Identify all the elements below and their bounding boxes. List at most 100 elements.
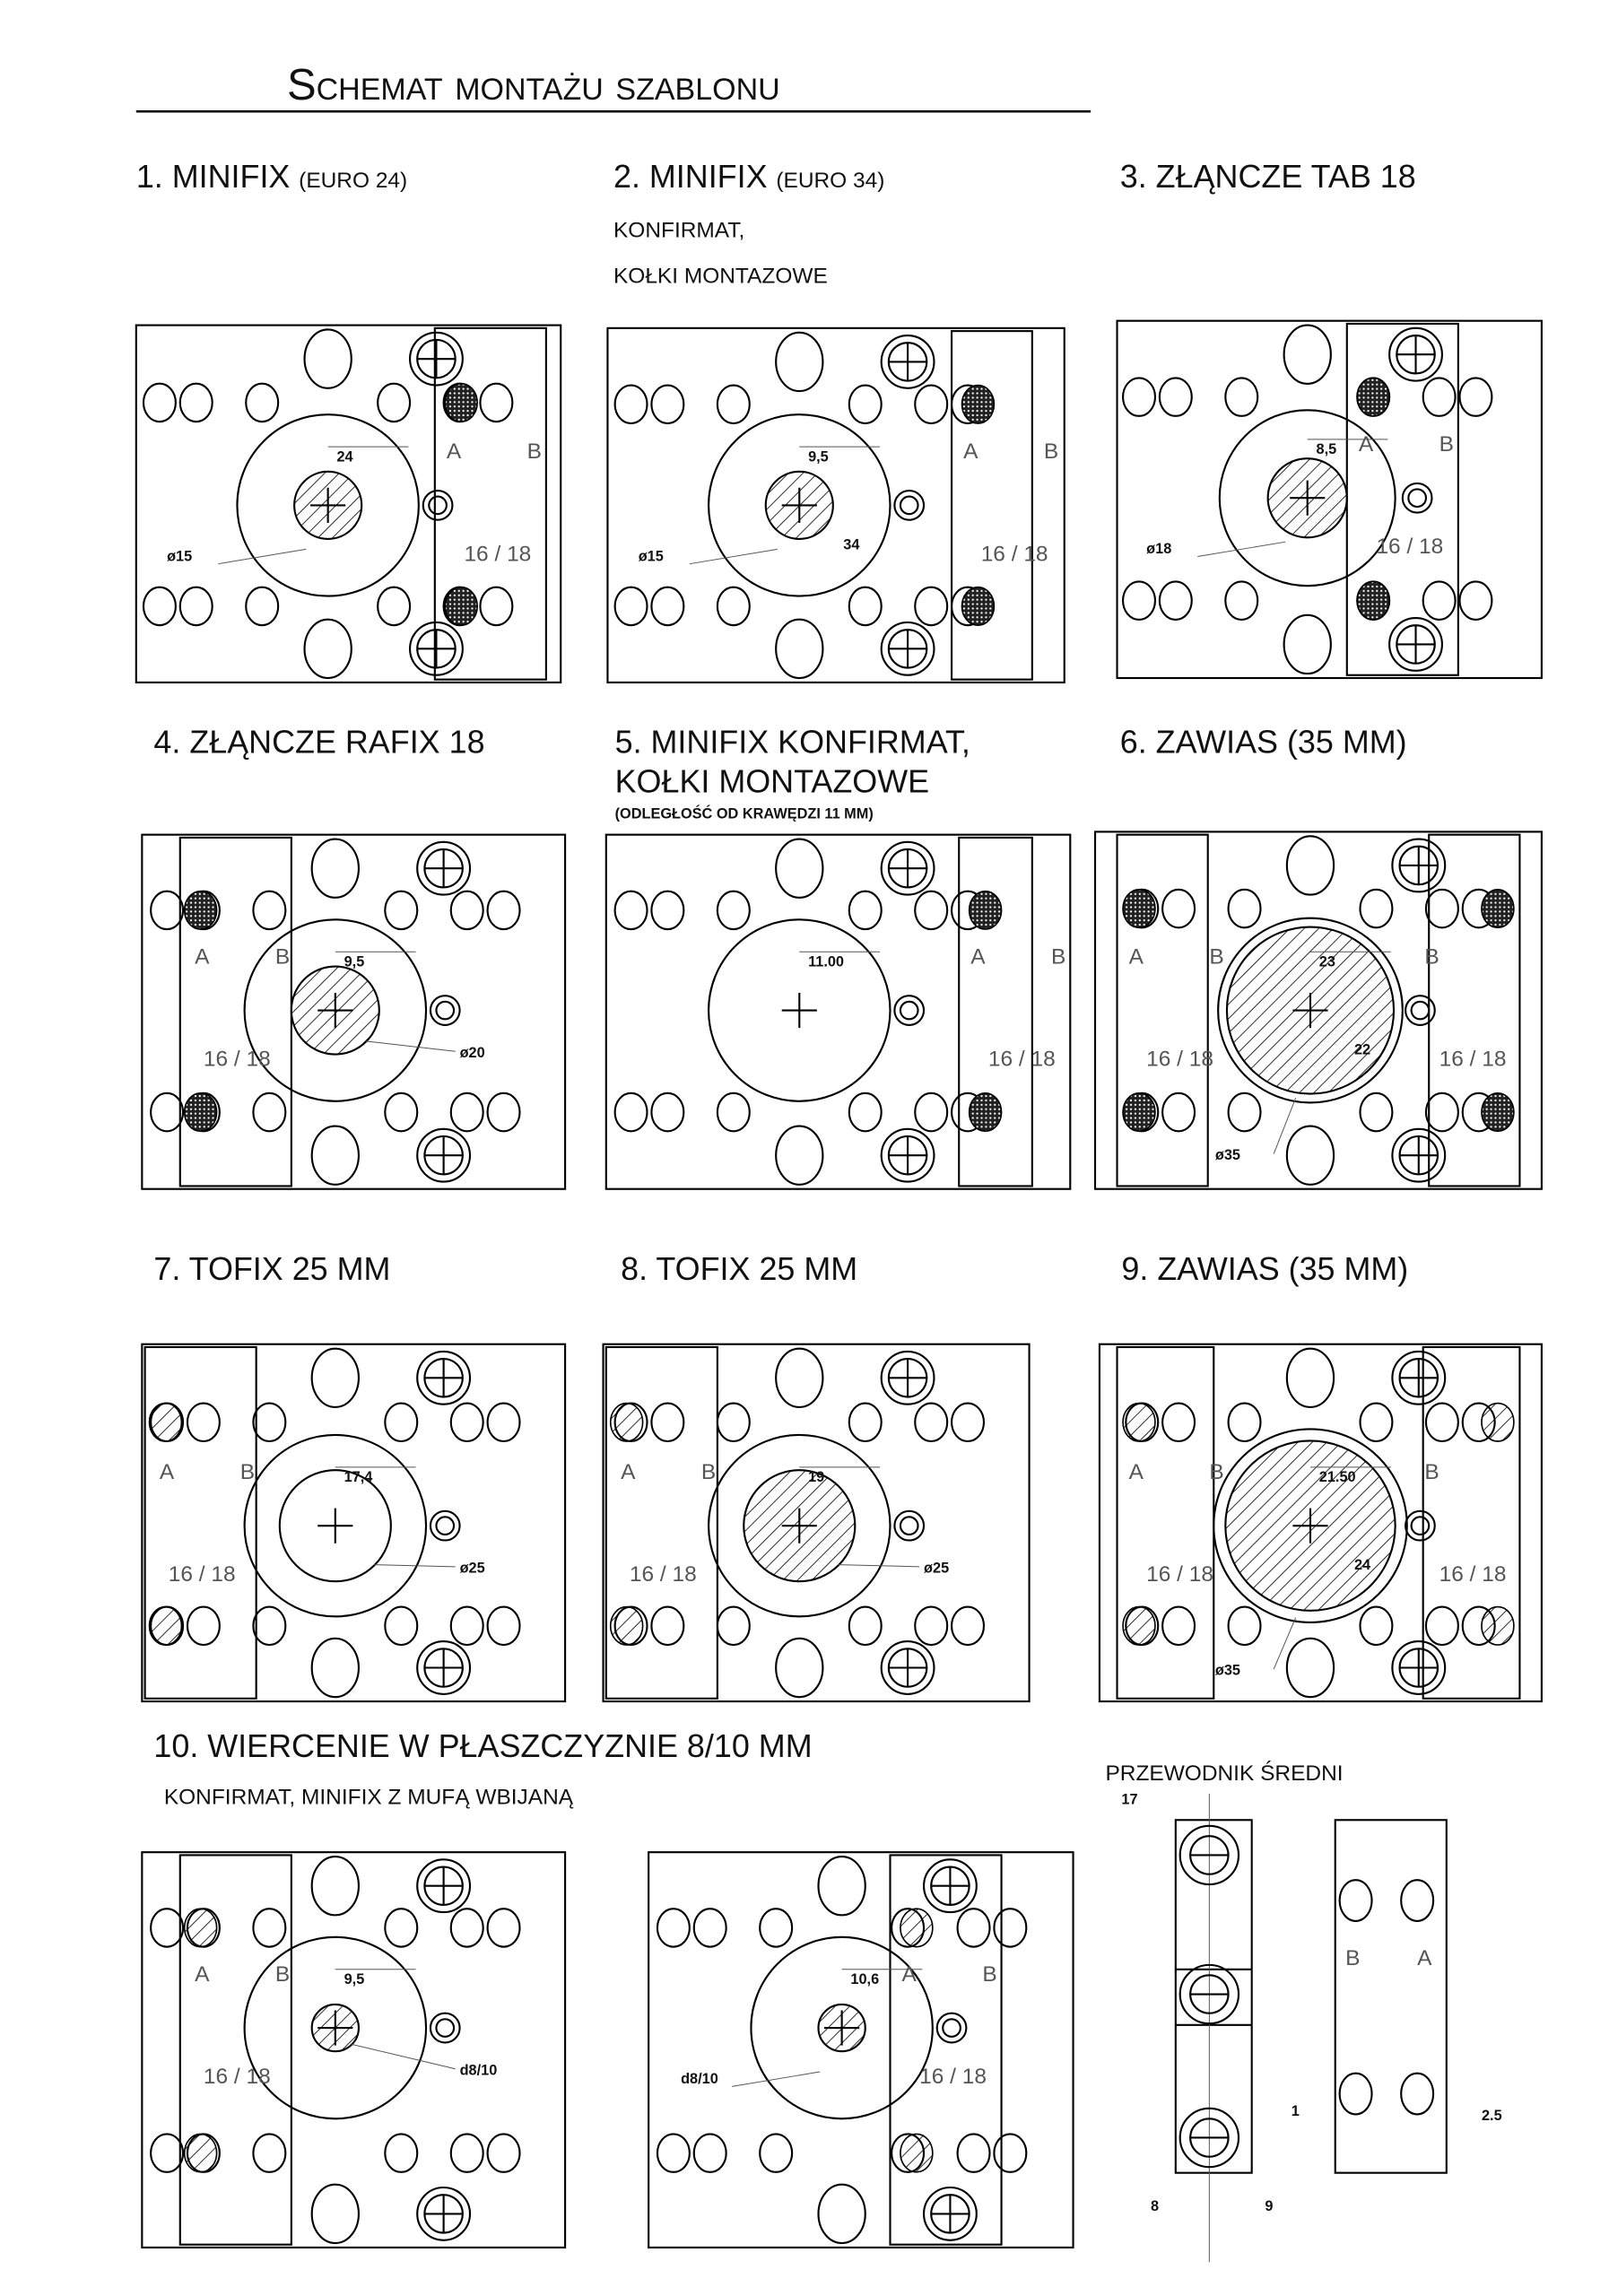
small-hole xyxy=(252,890,287,931)
small-hole xyxy=(993,2133,1028,2173)
small-hole xyxy=(150,2133,185,2173)
small-hole xyxy=(252,2133,287,2173)
section-title-2: 2. MINIFIX(EURO 34) xyxy=(613,158,884,195)
diameter-label: ø25 xyxy=(924,1560,949,1576)
small-hole xyxy=(1359,1605,1394,1647)
drill-circle xyxy=(750,1935,934,2120)
dimension-value: 24 xyxy=(1354,1557,1370,1573)
diameter-label: ø35 xyxy=(1215,1663,1240,1679)
dimension-value: 19 xyxy=(808,1469,824,1485)
pin-hole xyxy=(1401,482,1433,514)
dimension-value: 8,5 xyxy=(1317,441,1337,457)
dimension-value: 34 xyxy=(843,536,859,552)
dimension-value: 11.00 xyxy=(808,954,844,970)
drill-circle xyxy=(243,1433,428,1618)
template-strip xyxy=(1428,833,1521,1187)
center-cross-icon xyxy=(1292,1508,1328,1544)
marked-hole xyxy=(183,1092,218,1133)
dimension-value: 9,5 xyxy=(808,448,829,465)
marked-hole xyxy=(968,890,1003,930)
diameter-label: ø20 xyxy=(460,1045,485,1061)
small-hole xyxy=(384,890,419,931)
small-hole xyxy=(1121,580,1157,621)
pin-hole xyxy=(429,1509,461,1542)
section-title-7: 7. TOFIX 25 MM xyxy=(153,1250,390,1287)
pin-hole xyxy=(935,2012,968,2044)
dimension-value: 2.5 xyxy=(1482,2108,1502,2124)
section-note: (ODLEGŁOŚĆ OD KRAWĘDZI 11 MM) xyxy=(615,805,874,822)
large-hole xyxy=(775,1125,824,1186)
large-hole xyxy=(303,328,352,389)
small-hole xyxy=(716,890,751,931)
small-hole xyxy=(848,1091,883,1133)
label-thickness: 16 / 18 xyxy=(1439,1048,1507,1072)
template-strip xyxy=(144,1345,257,1700)
pin-hole xyxy=(429,995,461,1026)
label-b: B xyxy=(275,1962,290,1987)
marked-hole xyxy=(183,2133,218,2173)
label-a: A xyxy=(621,1460,636,1484)
small-hole xyxy=(650,890,685,931)
diameter-label: ø15 xyxy=(167,548,192,564)
small-hole xyxy=(384,1908,419,1948)
center-cross-icon xyxy=(317,2010,353,2046)
label-a: A xyxy=(195,1962,210,1987)
small-hole xyxy=(914,1605,949,1647)
small-hole xyxy=(1227,1402,1262,1443)
guide-title: PRZEWODNIK ŚREDNI xyxy=(1105,1761,1343,1786)
small-hole xyxy=(1338,2072,1373,2116)
label-b: B xyxy=(982,1962,996,1987)
marked-hole xyxy=(961,384,996,424)
small-hole xyxy=(956,2133,991,2173)
section-title-1: 1. MINIFIX(EURO 24) xyxy=(136,158,407,195)
small-hole xyxy=(1227,1091,1262,1133)
diameter-label: ø35 xyxy=(1215,1147,1240,1163)
small-hole xyxy=(613,890,648,931)
label-b: B xyxy=(275,944,290,969)
small-hole xyxy=(1424,1091,1459,1133)
small-hole xyxy=(377,586,412,627)
small-hole xyxy=(993,1908,1028,1948)
center-cross-icon xyxy=(781,487,817,523)
small-hole xyxy=(252,1091,287,1133)
label-b: B xyxy=(1424,1460,1439,1484)
small-hole xyxy=(716,1402,751,1443)
label-b: B xyxy=(240,1460,255,1484)
small-hole xyxy=(449,1908,484,1948)
small-hole xyxy=(150,1908,185,1948)
marked-hole xyxy=(1122,1605,1156,1646)
large-hole xyxy=(775,1347,824,1408)
small-hole xyxy=(914,1402,949,1443)
small-hole xyxy=(1458,377,1493,417)
diameter-label: d8/10 xyxy=(460,2062,498,2078)
label-thickness: 16 / 18 xyxy=(981,542,1048,566)
small-hole xyxy=(150,890,185,931)
section-line: KONFIRMAT, xyxy=(613,219,744,243)
large-hole xyxy=(1285,835,1335,896)
large-hole xyxy=(775,331,824,393)
marked-hole xyxy=(1122,1402,1156,1442)
small-hole xyxy=(650,1402,685,1443)
label-b: B xyxy=(1345,1946,1360,1970)
dimension-value: 9,5 xyxy=(344,954,365,970)
label-b: B xyxy=(1209,944,1223,969)
small-hole xyxy=(245,382,280,423)
label-b: B xyxy=(1424,944,1439,969)
small-hole xyxy=(449,890,484,931)
large-hole xyxy=(1285,1125,1335,1186)
drill-circle xyxy=(243,918,428,1102)
small-hole xyxy=(178,586,213,627)
diameter-label: d8/10 xyxy=(681,2071,718,2087)
large-hole xyxy=(1283,613,1332,675)
label-a: A xyxy=(160,1460,175,1484)
small-hole xyxy=(449,1091,484,1133)
small-hole xyxy=(914,1091,949,1133)
marked-hole xyxy=(444,382,478,422)
small-hole xyxy=(956,1908,991,1948)
section-title-9: 9. ZAWIAS (35 MM) xyxy=(1121,1250,1408,1287)
